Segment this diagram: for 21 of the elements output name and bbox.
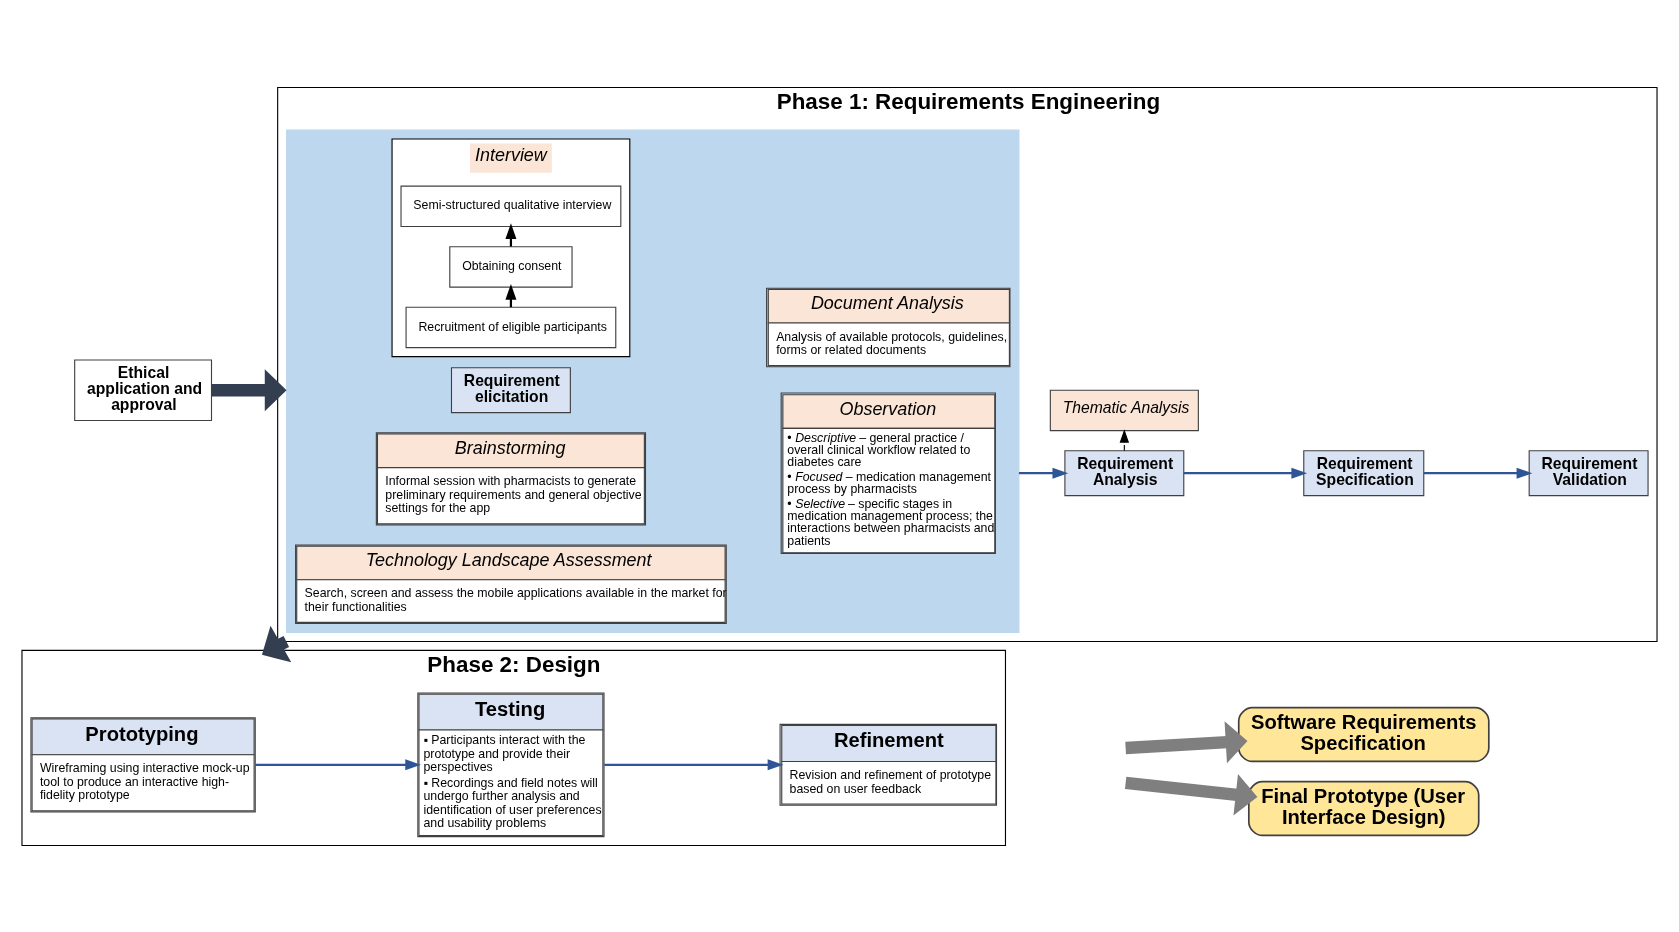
node-box: Requirement Validation	[1528, 449, 1649, 496]
arrow	[1119, 428, 1130, 451]
arrow	[211, 368, 287, 411]
arrow	[1183, 467, 1308, 479]
node-box: Final Prototype (User Interface Design)	[1248, 780, 1480, 836]
node-box: Software Requirements Specification	[1237, 706, 1490, 762]
node-box: Obtaining consent	[449, 245, 573, 288]
arrow	[1423, 467, 1533, 479]
arrow	[604, 758, 784, 770]
node-box: Requirement Specification	[1303, 449, 1425, 496]
node-box: Thematic Analysis	[1049, 389, 1199, 431]
arrow	[1124, 773, 1258, 816]
cluster	[286, 129, 1020, 633]
node-box: Requirement Analysis	[1064, 449, 1185, 496]
node-box: Requirement elicitation	[450, 366, 571, 413]
node-box: Ethical application and approval	[74, 358, 213, 421]
arrow	[255, 758, 421, 770]
arrow	[1018, 467, 1069, 479]
node-box: Semi-structured qualitative interview	[400, 185, 622, 227]
node-box: Recruitment of eligible participants	[405, 306, 617, 348]
arrow	[1125, 720, 1248, 763]
